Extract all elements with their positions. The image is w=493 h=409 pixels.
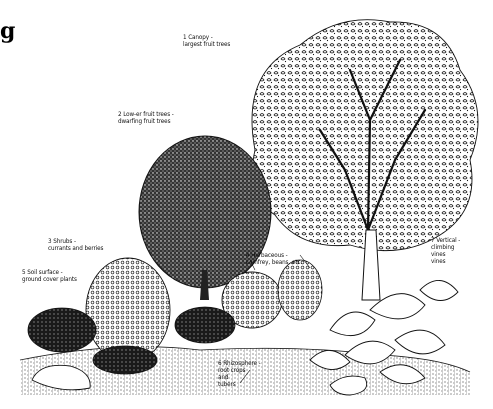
label-rhizosphere: 6 Rhizosphere -root cropsandtubers (218, 360, 261, 388)
label-vertical: 7 Vertical -climbingvinesvines (431, 237, 460, 265)
label-ground-cover: 5 Soil surface -ground cover plants (22, 269, 77, 283)
label-shrubs: 3 Shrubs -currants and berries (48, 238, 103, 252)
label-canopy: 1 Canopy -largest fruit trees (183, 34, 230, 48)
label-herbaceous: 4 Herbaceous -comfrey, beans, etc. (246, 252, 302, 266)
label-lower-tree: 2 Low-er fruit trees -dwarfing fruit tre… (118, 111, 174, 125)
